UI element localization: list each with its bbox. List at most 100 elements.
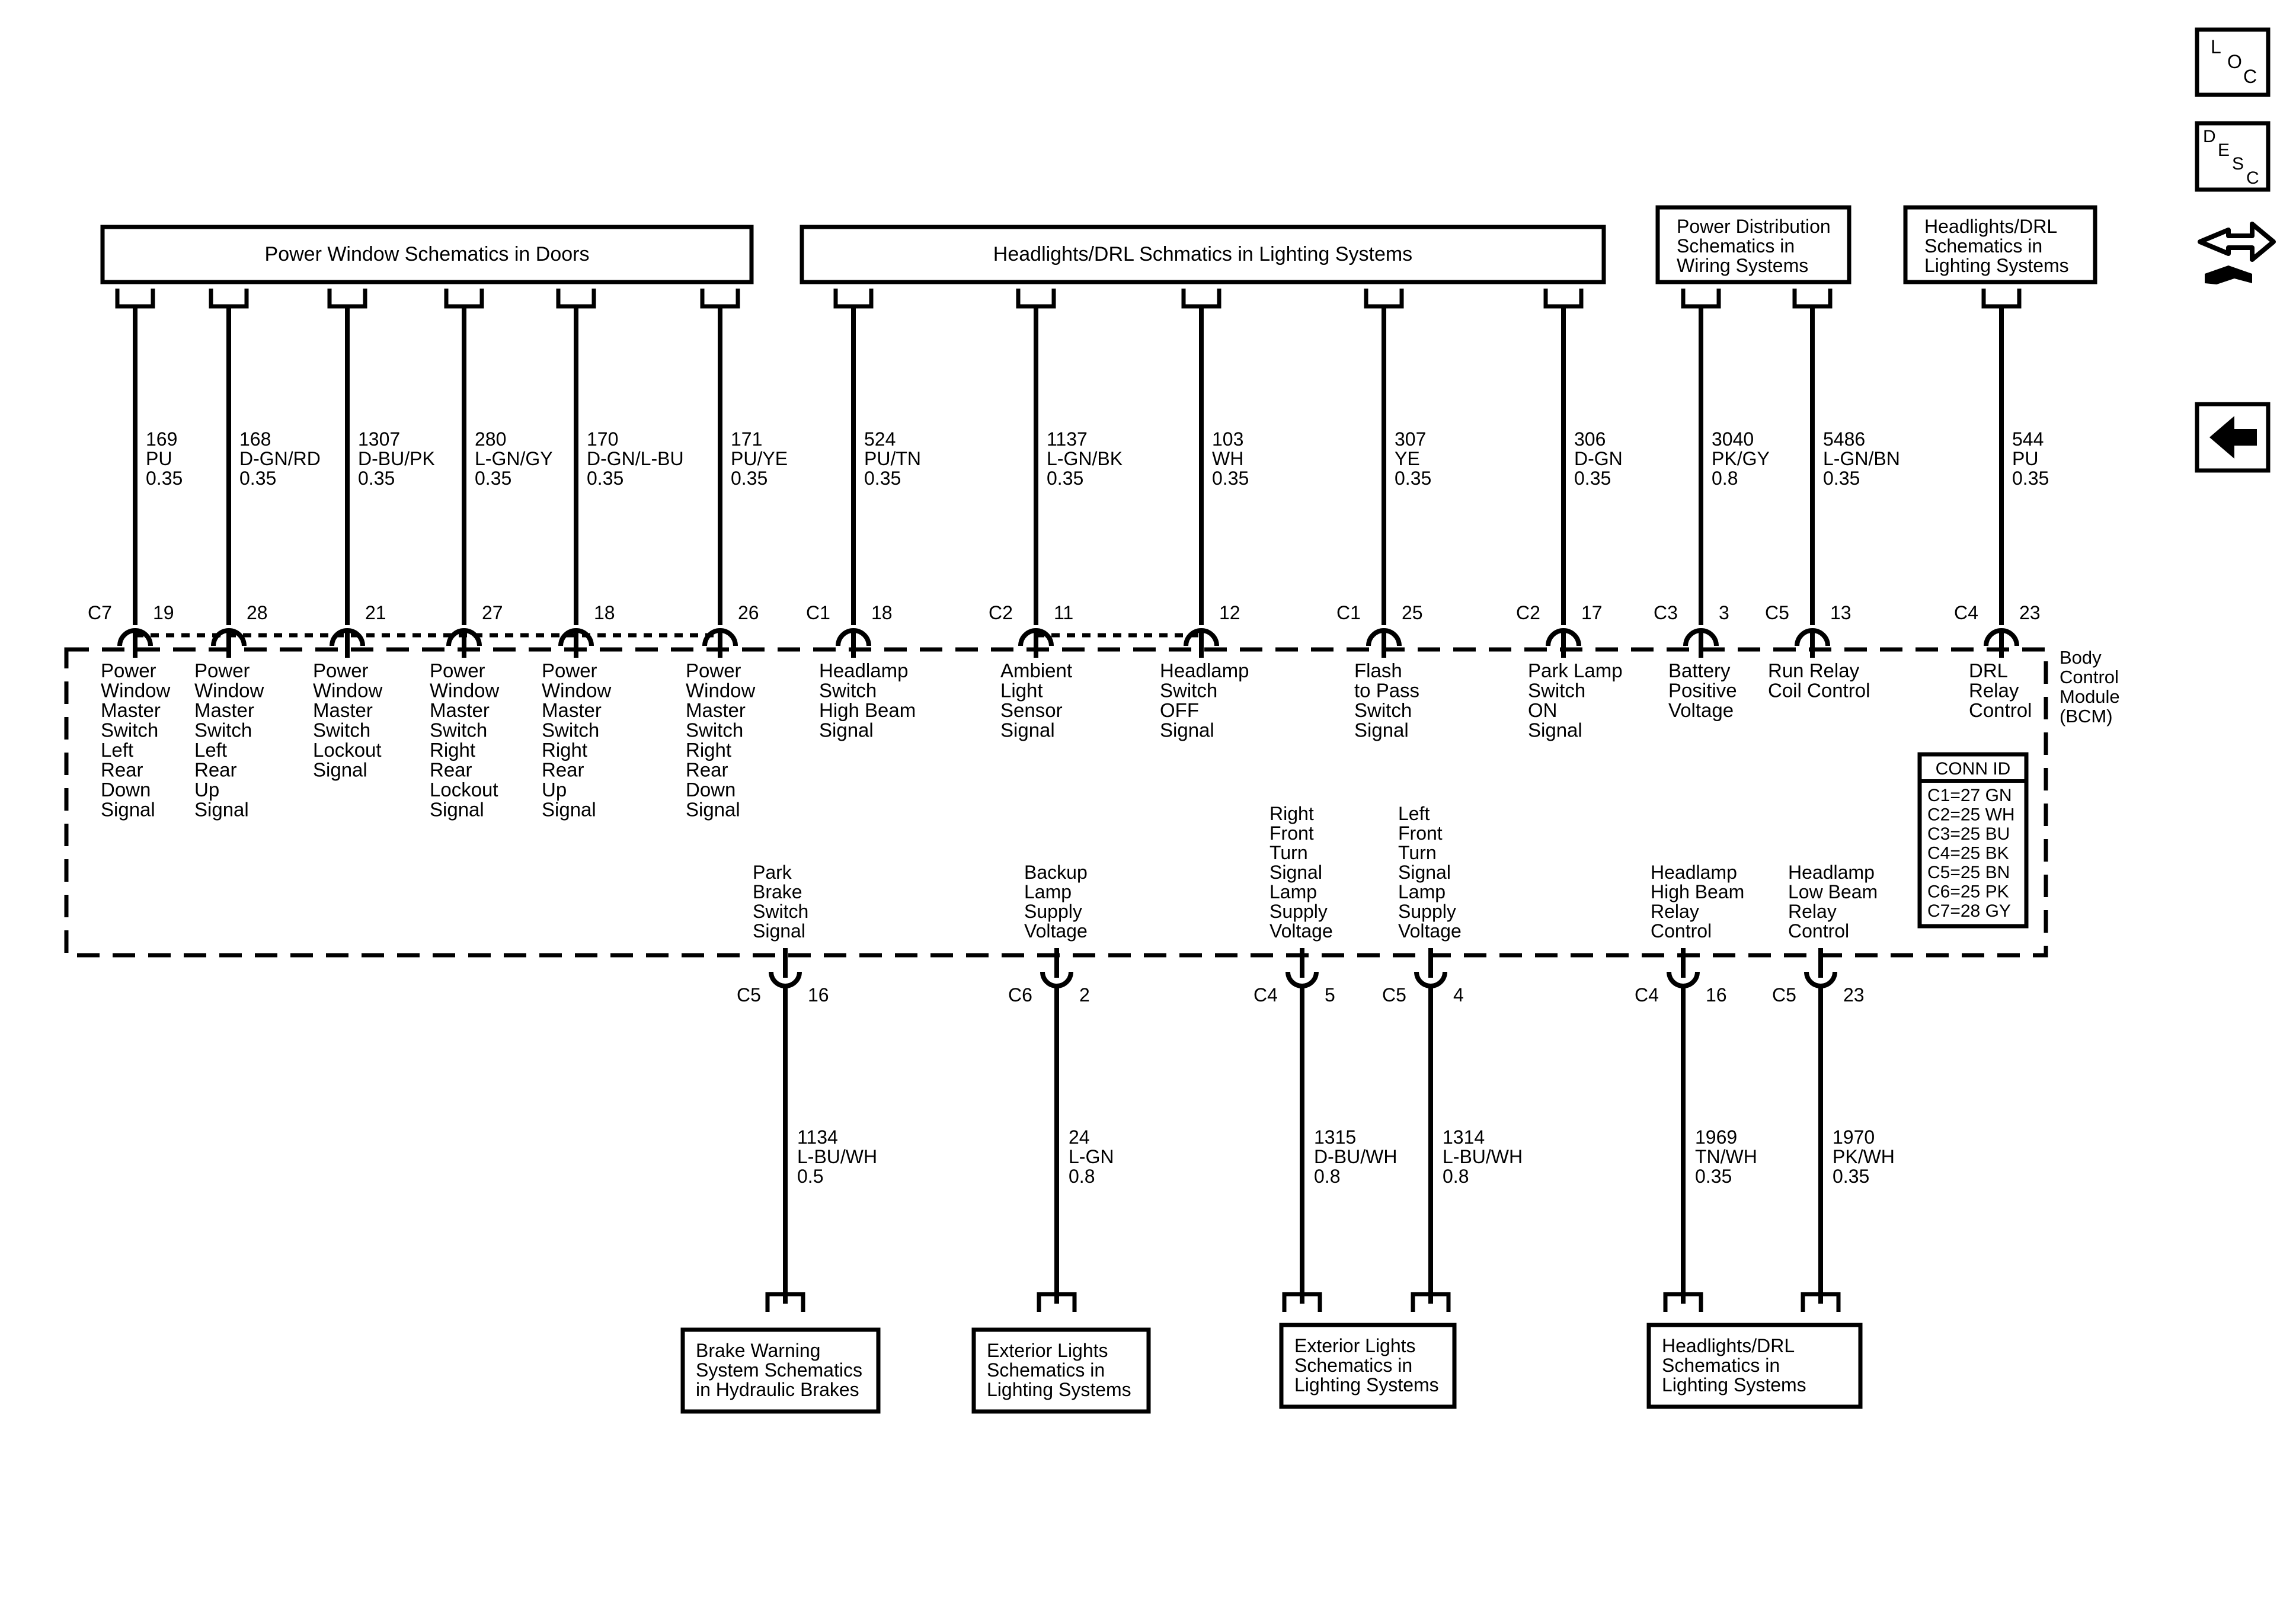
bottom-wire-connector-stub	[1411, 1292, 1451, 1312]
top-wire-function-text: Run Relay	[1768, 660, 1860, 681]
wiring-harness-icon[interactable]	[2198, 222, 2276, 284]
top-ref-box-text: Headlights/DRL Schmatics in Lighting Sys…	[993, 243, 1412, 265]
top-wire-function-text: Power	[430, 660, 485, 681]
bottom-ref-box-frame[interactable]	[971, 1327, 1151, 1414]
top-wire-function-text: High Beam	[819, 699, 916, 721]
top-wire-color: PU	[2012, 448, 2038, 469]
bottom-wire-color: D-BU/WH	[1314, 1146, 1397, 1167]
top-ref-box-frame[interactable]	[1655, 205, 1851, 284]
bottom-wire-function-text: Supply	[1024, 901, 1082, 922]
top-wire-function-text: Signal	[313, 759, 367, 781]
bottom-ref-box-frame[interactable]	[1646, 1323, 1863, 1409]
module-label-text: Control	[2060, 667, 2119, 687]
bottom-wire-gauge: 0.8	[1314, 1166, 1340, 1187]
top-ref-box-frame[interactable]	[1903, 205, 2097, 284]
bottom-wire-gauge: 0.35	[1833, 1166, 1869, 1187]
top-wire-function-text: Positive	[1668, 680, 1737, 702]
bottom-ref-box-text: Schematics in	[987, 1359, 1105, 1381]
top-wire-gauge: 0.35	[864, 468, 901, 489]
top-wire-function-text: DRL	[1969, 660, 2008, 681]
top-wire-170[interactable]: 170D-GN/L-BU0.3518PowerWindowMasterSwitc…	[542, 289, 684, 821]
bottom-wire-function-text: Lamp	[1269, 881, 1317, 902]
bottom-ref-box-frame[interactable]	[680, 1327, 881, 1414]
bottom-wire-gauge: 0.8	[1069, 1166, 1095, 1187]
top-wire-function-text: Flash	[1354, 660, 1402, 681]
conn-id-title: CONN ID	[1936, 759, 2011, 779]
top-wire-function-text: OFF	[1160, 699, 1199, 721]
top-wire-function-text: Right	[430, 739, 475, 761]
top-wire-connector-stub	[1181, 289, 1221, 309]
top-wire-function-text: Master	[430, 699, 490, 721]
conn-id-row: C7=28 GY	[1927, 901, 2011, 921]
top-wire-circuit: 1307	[358, 428, 400, 450]
bottom-wire-circuit: 1970	[1833, 1126, 1875, 1148]
bottom-wire-circuit: 24	[1069, 1126, 1090, 1148]
bottom-wire-connector: C4	[1635, 984, 1659, 1006]
top-wire-function-text: Control	[1969, 699, 2032, 721]
bottom-ref-box-text: Schematics in	[1294, 1355, 1412, 1376]
top-wire-connector-stub	[327, 289, 367, 309]
loc-button[interactable]: L O C	[2195, 27, 2271, 97]
top-wire-function-text: Voltage	[1668, 699, 1734, 721]
bottom-wire-function-text: Park	[753, 862, 792, 883]
bottom-wire-pin: 5	[1325, 984, 1335, 1006]
top-wire-pin: 17	[1581, 602, 1603, 623]
loc-letter-o: O	[2227, 51, 2242, 72]
bottom-wire-connector-stub	[1801, 1292, 1841, 1312]
top-wire-connector-stub	[1543, 289, 1584, 309]
bottom-ref-box-frame[interactable]	[1279, 1323, 1457, 1409]
top-wire-function-text: Power	[101, 660, 156, 681]
bottom-wire-circuit: 1134	[797, 1126, 838, 1148]
top-wire-color: L-GN/GY	[475, 448, 553, 469]
top-wire-connector: C5	[1765, 602, 1789, 623]
top-wire-function-text: Window	[101, 680, 171, 702]
top-wire-gauge: 0.35	[146, 468, 183, 489]
top-ref-box-headlights-drl[interactable]: Headlights/DRL Schmatics in Lighting Sys…	[800, 225, 1606, 284]
top-wire-function-text: Rear	[542, 759, 584, 781]
top-ref-box-power-window[interactable]: Power Window Schematics in Doors	[100, 225, 754, 284]
bottom-ref-box-text: in Hydraulic Brakes	[696, 1379, 859, 1400]
bottom-wire-function-text: Voltage	[1269, 920, 1333, 942]
back-button[interactable]	[2195, 402, 2271, 473]
bottom-wire-function-text: Voltage	[1398, 920, 1462, 942]
bottom-wire-color: PK/WH	[1833, 1146, 1895, 1167]
desc-button[interactable]: D E S C	[2195, 121, 2271, 192]
top-wire-circuit: 170	[587, 428, 618, 450]
top-wire-gauge: 0.35	[239, 468, 276, 489]
top-wire-function-text: Signal	[194, 799, 249, 821]
bottom-wire-pin: 16	[808, 984, 829, 1006]
module-label-text: Module	[2060, 686, 2120, 707]
top-ref-box-frame[interactable]	[800, 225, 1606, 284]
top-ref-box-frame[interactable]	[100, 225, 754, 284]
top-wire-168[interactable]: 168D-GN/RD0.3528PowerWindowMasterSwitchL…	[194, 289, 321, 821]
top-wire-circuit: 306	[1574, 428, 1606, 450]
top-wire-gauge: 0.35	[731, 468, 768, 489]
top-wire-function-text: Up	[194, 779, 219, 801]
top-wire-1307[interactable]: 1307D-BU/PK0.3521PowerWindowMasterSwitch…	[313, 289, 435, 781]
top-wire-280[interactable]: 280L-GN/GY0.3527PowerWindowMasterSwitchR…	[430, 289, 553, 821]
top-wire-171[interactable]: 171PU/YE0.3526PowerWindowMasterSwitchRig…	[686, 289, 788, 821]
